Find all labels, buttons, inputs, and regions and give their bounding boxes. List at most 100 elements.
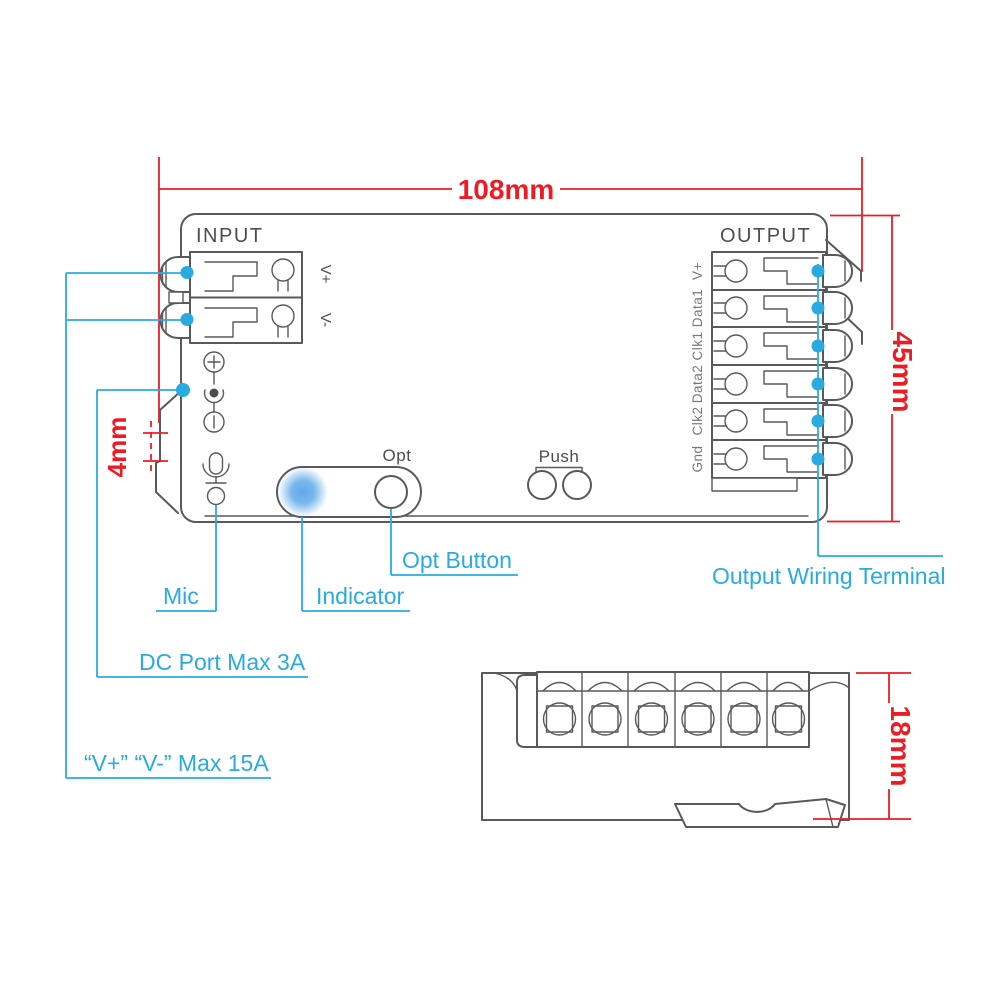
right-mount-tab-lower — [842, 313, 863, 345]
output-terminal-block: V+ Data1 Clk1 Data2 Clk2 Gnd — [690, 251, 854, 492]
output-wire-port — [822, 404, 854, 438]
input-clamp-1 — [204, 261, 258, 292]
callout-dc-port: DC Port Max 3A — [139, 649, 306, 675]
output-clamp — [763, 332, 819, 360]
dimension-4mm: 4mm — [102, 417, 168, 478]
output-wire-port — [822, 442, 854, 476]
screw-circle — [542, 702, 577, 736]
output-block-base — [711, 477, 798, 492]
output-wire-port — [822, 329, 854, 363]
output-clamp — [763, 257, 819, 285]
input-clamp-2 — [204, 307, 258, 338]
wire-port-tab — [168, 291, 184, 304]
push-button-2 — [562, 470, 592, 500]
wire-point-output — [811, 264, 825, 278]
output-screw — [724, 296, 748, 320]
output-label: OUTPUT — [720, 225, 811, 247]
screw-circle — [681, 702, 715, 736]
screw-square — [730, 705, 758, 733]
wire-point-output — [811, 301, 825, 315]
center-pin-dot — [209, 388, 219, 398]
minus-terminal-icon — [203, 411, 225, 433]
block-left-bracket — [516, 674, 537, 748]
side-terminal-block — [516, 671, 810, 748]
dim-18mm-label: 18mm — [885, 706, 916, 787]
callout-output-wiring: Output Wiring Terminal — [712, 563, 946, 589]
mic-capsule — [208, 452, 224, 475]
output-pin-vplus: V+ — [690, 262, 705, 280]
input-terminal-block: V+ V- — [159, 251, 334, 344]
dc-polarity-icon — [203, 351, 225, 433]
output-pin-gnd: Gnd — [690, 445, 705, 472]
push-label: Push — [539, 447, 580, 466]
screw-square — [684, 705, 712, 733]
output-screw — [724, 447, 748, 471]
indicator-led — [278, 467, 328, 517]
opt-button — [374, 475, 408, 509]
mic-icon — [202, 452, 230, 484]
wire-hump — [542, 681, 577, 692]
dc-port-barrel-edge — [159, 390, 182, 462]
callouts: “V+” “V-” Max 15A DC Port Max 3A Mic Ind… — [65, 264, 946, 779]
dim-45mm-label: 45mm — [887, 332, 918, 413]
output-clamp — [763, 370, 819, 398]
screw-circle — [634, 702, 669, 736]
wire-point-output — [811, 452, 825, 466]
output-screw — [724, 372, 748, 396]
block-frame — [536, 671, 810, 748]
output-rows — [713, 254, 854, 476]
output-pin-clk2: Clk2 — [690, 406, 705, 435]
input-label: INPUT — [196, 225, 264, 247]
input-screw-2 — [271, 304, 295, 328]
top-view: INPUT OUTPUT V+ V- — [155, 213, 863, 523]
callout-power-rating: “V+” “V-” Max 15A — [84, 750, 269, 776]
wire-hump — [633, 681, 670, 692]
dimension-18mm: 18mm — [813, 672, 916, 820]
input-terminal-vplus-label: V+ — [317, 265, 334, 284]
output-clamp — [763, 295, 819, 323]
wire-hump — [680, 681, 716, 692]
output-screw — [724, 259, 748, 283]
screw-circle — [588, 702, 622, 736]
screw-circle — [771, 702, 806, 736]
output-pin-clk1: Clk1 — [690, 331, 705, 360]
screw-square — [637, 705, 666, 733]
input-screw-1 — [271, 258, 295, 282]
mic-hole — [206, 486, 226, 506]
wire-point-output — [811, 377, 825, 391]
output-pin-data1: Data1 — [690, 289, 705, 328]
wire-hump — [587, 681, 623, 692]
wire-point-dc-port — [176, 383, 190, 397]
side-view — [481, 671, 850, 828]
output-screw — [724, 409, 748, 433]
wire-point-input-vminus — [180, 313, 194, 326]
mounting-flange — [674, 798, 846, 828]
dim-4mm-label: 4mm — [102, 417, 132, 478]
callout-indicator: Indicator — [316, 583, 405, 609]
screw-square — [774, 705, 803, 733]
wire-hump — [772, 681, 804, 692]
wire-point-output — [811, 414, 825, 428]
output-wire-port — [822, 254, 854, 288]
push-button-1 — [527, 470, 557, 500]
dimension-45mm: 45mm — [827, 214, 918, 523]
output-screw — [724, 334, 748, 358]
left-mount-ear — [155, 460, 179, 514]
dim-108mm-label: 108mm — [458, 174, 555, 205]
wire-point-input-vplus — [180, 266, 194, 279]
push-buttons: Push — [527, 447, 592, 500]
side-right-curve — [808, 681, 849, 692]
wire-hump — [726, 681, 762, 692]
output-pin-data2: Data2 — [690, 365, 705, 404]
wire-point-output — [811, 339, 825, 353]
output-clamp — [763, 445, 819, 473]
input-terminal-vminus-label: V- — [317, 313, 334, 327]
side-screws — [542, 702, 806, 736]
dimension-108mm: 108mm — [158, 157, 863, 423]
flange-facet — [825, 798, 834, 828]
output-wire-port — [822, 367, 854, 401]
opt-label: Opt — [383, 446, 412, 465]
right-mount-tab-upper — [825, 239, 862, 282]
push-bracket — [535, 466, 583, 473]
